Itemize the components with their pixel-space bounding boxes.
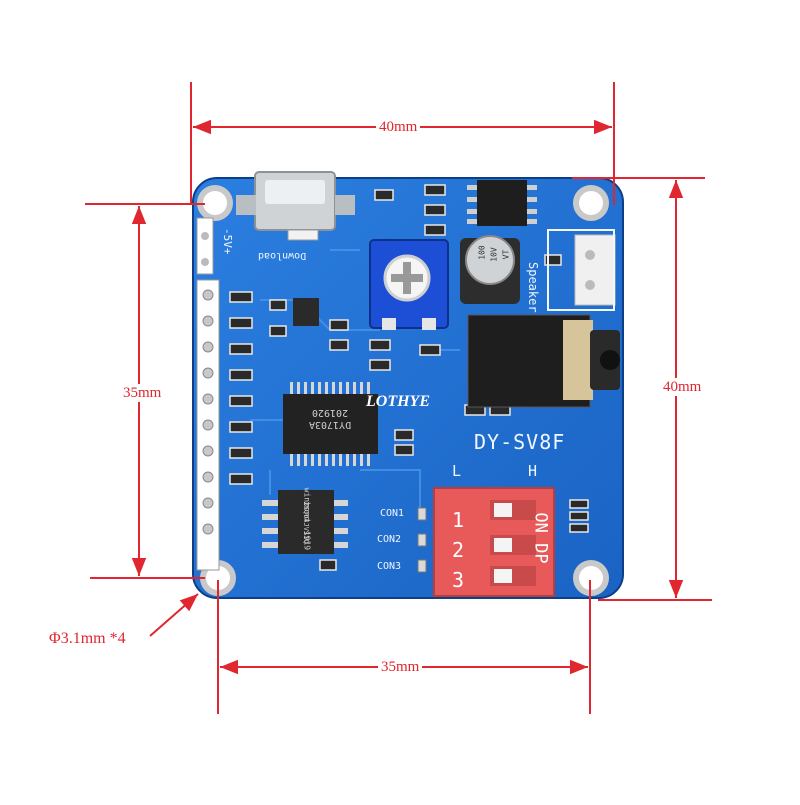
potentiometer [369, 239, 449, 330]
pin-header [196, 217, 220, 571]
download-label: Download [258, 250, 307, 261]
dim-top-width: 40mm [376, 118, 421, 136]
dim-right-height: 40mm [660, 378, 705, 396]
dim-bottom-width: 35mm [378, 658, 423, 676]
watermark: LOTHYE [366, 393, 430, 410]
dip-number-2: 2 [452, 538, 465, 562]
dip-switch [433, 487, 555, 597]
con-pads [417, 507, 427, 573]
board-model: DY-SV8F [474, 430, 566, 454]
dip-label: ON DP [530, 512, 551, 564]
electrolytic-capacitor [460, 235, 520, 304]
dip-number-3: 3 [452, 568, 465, 592]
dip-number-1: 1 [452, 508, 465, 532]
speaker-connector [547, 229, 616, 311]
smd-resistors-left [229, 184, 589, 571]
amplifier-ic [467, 180, 537, 226]
main-chip-line-2: 201920 [311, 407, 349, 418]
con2-label: CON2 [377, 534, 402, 545]
power-label: -5V+ [221, 228, 234, 255]
flash-chip [262, 490, 348, 554]
capacitor-line-1: 100 [477, 245, 487, 260]
usb-connector [236, 171, 355, 241]
volume-low-label: L [452, 462, 462, 480]
flash-chip-line-3: 1919 [302, 530, 312, 551]
transistor [293, 298, 319, 326]
con3-label: CON3 [377, 561, 402, 572]
audio-jack [467, 314, 620, 408]
speaker-label: Speaker [526, 262, 540, 313]
volume-high-label: H [528, 462, 538, 480]
main-chip-line-1: DY1703A [308, 419, 352, 430]
con1-label: CON1 [380, 508, 405, 519]
main-chip [283, 382, 378, 466]
dim-hole-note: Φ3.1mm *4 [46, 630, 129, 648]
dim-left-height: 35mm [120, 384, 165, 402]
capacitor-line-3: VT [501, 249, 511, 260]
capacitor-line-2: 10V [489, 247, 499, 262]
